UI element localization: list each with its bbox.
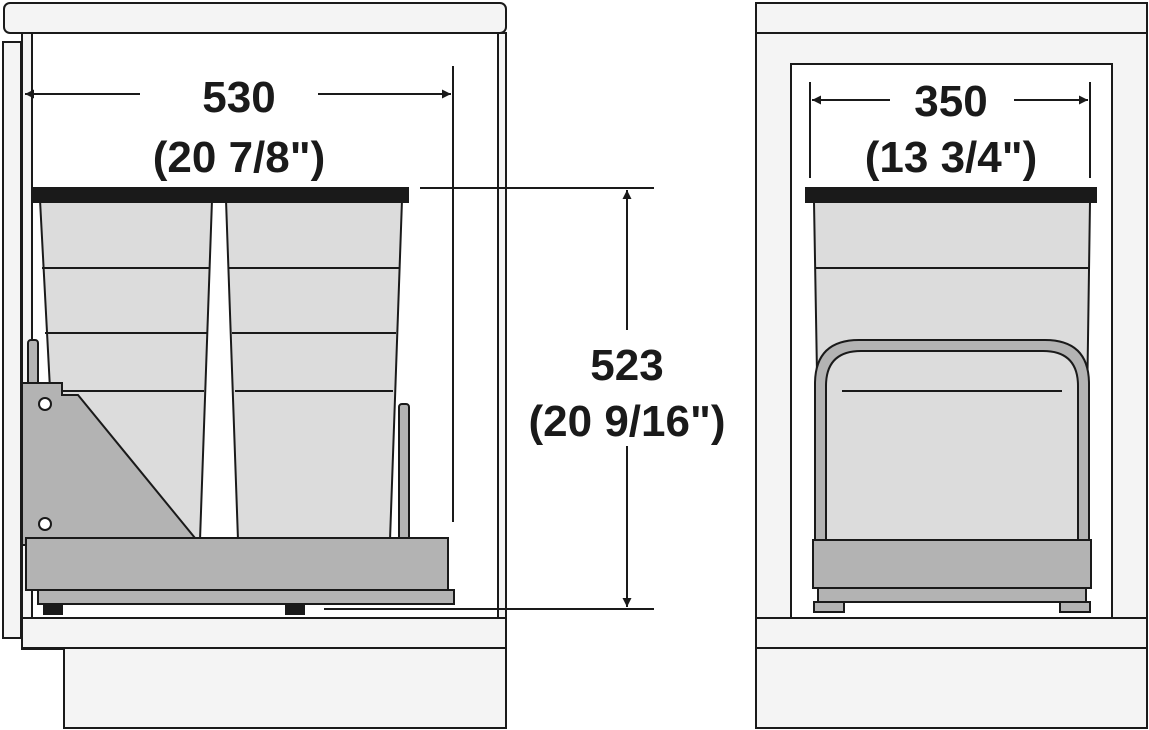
side-upright-rod bbox=[398, 403, 410, 541]
front-bin-lid bbox=[805, 187, 1097, 203]
bin-right bbox=[224, 199, 404, 541]
front-bin bbox=[805, 187, 1097, 546]
front-cabinet-top bbox=[755, 2, 1148, 34]
side-pullout-frame bbox=[21, 339, 455, 615]
width-front-inch: (13 3/4") bbox=[865, 133, 1038, 182]
side-door-panel bbox=[2, 41, 22, 639]
front-base-tray bbox=[812, 539, 1092, 589]
side-plinth bbox=[63, 647, 507, 729]
side-countertop bbox=[3, 2, 507, 34]
bin-lid-left bbox=[31, 187, 219, 203]
front-plinth bbox=[755, 647, 1148, 729]
side-runner bbox=[37, 589, 455, 605]
front-cabinet-bottom bbox=[755, 617, 1148, 649]
width-side-mm: 530 bbox=[202, 73, 275, 122]
height-side-mm: 523 bbox=[590, 341, 663, 390]
dimension-lines bbox=[25, 66, 1091, 610]
bin-lid-right bbox=[217, 187, 409, 203]
height-side-inch: (20 9/16") bbox=[529, 397, 726, 446]
front-pullout-frame bbox=[812, 339, 1092, 613]
side-cabinet-bottom bbox=[21, 617, 507, 649]
front-runner bbox=[817, 587, 1087, 603]
width-front-mm: 350 bbox=[914, 77, 987, 126]
width-side-inch: (20 7/8") bbox=[153, 133, 326, 182]
side-base-tray bbox=[25, 537, 449, 591]
